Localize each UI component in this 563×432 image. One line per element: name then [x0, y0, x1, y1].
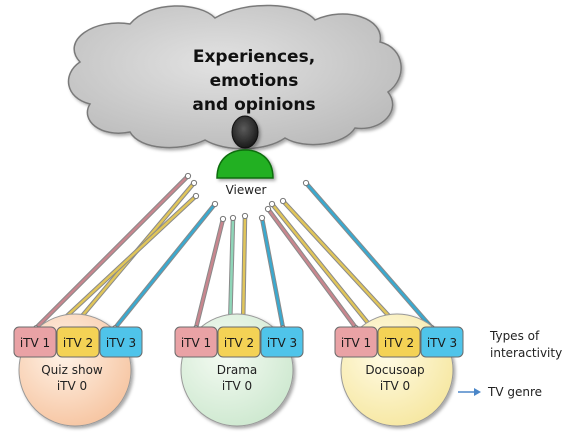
genre-itv0: iTV 0 — [57, 379, 87, 393]
itv-box — [377, 326, 421, 358]
genre-name: Quiz show — [41, 363, 103, 377]
arrow-head — [219, 215, 227, 223]
arrow-head — [229, 214, 237, 222]
itv-box — [174, 326, 218, 358]
itv-box — [334, 326, 378, 358]
arrow-head — [302, 179, 310, 187]
arrow-line — [34, 174, 190, 330]
arrow-line — [270, 202, 374, 330]
cloud — [67, 4, 402, 150]
arrow-group — [33, 172, 435, 331]
itv-box — [56, 326, 100, 358]
itv-box-label: iTV 2 — [63, 336, 93, 350]
itv-box — [217, 326, 261, 358]
arrow-line — [304, 181, 434, 330]
arrow-line — [113, 202, 217, 330]
itv-box-label: iTV 3 — [106, 336, 136, 350]
itv-box — [99, 326, 143, 358]
arrow-head — [190, 179, 198, 187]
genre-name: Drama — [217, 363, 258, 377]
itv-box-label: iTV 3 — [427, 336, 457, 350]
arrow-head — [241, 212, 249, 220]
types-label-line-1: Types of — [489, 329, 540, 343]
itv-box-label: iTV 1 — [181, 336, 211, 350]
viewer-label: Viewer — [226, 183, 267, 197]
genre-pointer-arrowhead — [474, 388, 481, 396]
itv-box — [260, 326, 304, 358]
itv-box-group: iTV 1 iTV 2 iTV 3 iTV 1 iTV 2 iTV 3 iTV 1 iTV 2… — [13, 326, 464, 358]
arrow-head — [184, 172, 192, 180]
itv-box-label: iTV 1 — [341, 336, 371, 350]
genre-itv0: iTV 0 — [380, 379, 410, 393]
arrow-head — [279, 197, 287, 205]
itv-box-label: iTV 2 — [224, 336, 254, 350]
genre-name: Docusoap — [365, 363, 424, 377]
arrow-head — [268, 200, 276, 208]
itv-box-label: iTV 1 — [20, 336, 50, 350]
arrow-head — [211, 200, 219, 208]
types-label-line-2: interactivity — [490, 346, 562, 360]
arrow-line — [260, 216, 285, 330]
genre-itv0: iTV 0 — [222, 379, 252, 393]
arrow-line — [241, 214, 247, 330]
arrow-line — [266, 207, 358, 330]
arrow-line — [194, 217, 225, 330]
itv-box-label: iTV 2 — [384, 336, 414, 350]
arrow-line — [52, 194, 198, 330]
viewer-icon — [216, 115, 274, 179]
arrow-head — [192, 192, 200, 200]
cloud-line-1: Experiences, — [193, 47, 315, 67]
cloud-line-2: emotions — [210, 71, 299, 91]
genre-legend-label: TV genre — [487, 385, 542, 399]
itv-box — [13, 326, 57, 358]
itv-box — [420, 326, 464, 358]
arrow-head — [264, 205, 272, 213]
arrow-line — [228, 216, 235, 330]
cloud-line-3: and opinions — [192, 95, 315, 115]
arrow-line — [281, 199, 402, 330]
itv-box-label: iTV 3 — [267, 336, 297, 350]
arrow-head — [258, 214, 266, 222]
